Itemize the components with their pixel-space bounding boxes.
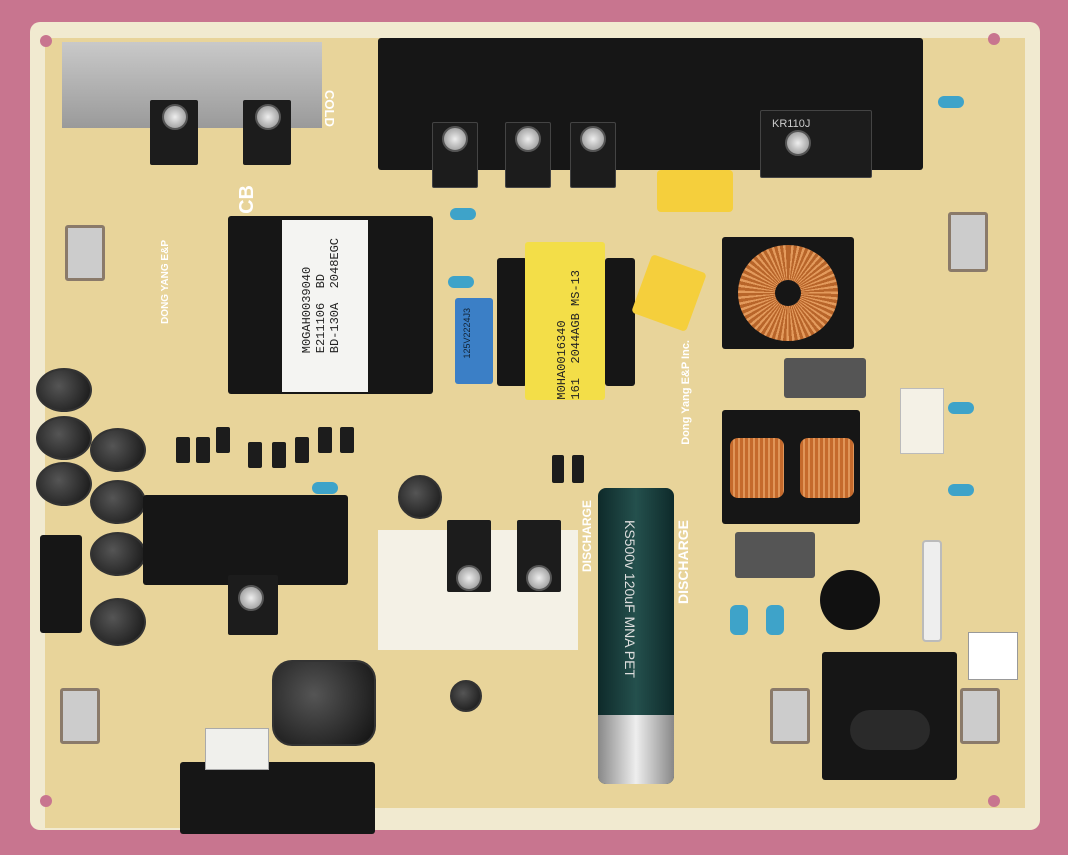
ceramic-capacitor [450, 208, 476, 220]
connector[interactable] [180, 762, 375, 834]
heatsink-black [143, 495, 348, 585]
transformer-core [605, 258, 635, 386]
y-capacitor [657, 170, 733, 212]
transformer-label-text: M0GAH0039040 E211106 BD BD-130A 2048EGC [300, 238, 342, 354]
bulk-capacitor-label: KS500v 120uF MNA PET [622, 520, 638, 678]
silkscreen-maker: Dong Yang E&P Inc. [680, 340, 692, 445]
bulk-capacitor-sleeve [598, 715, 674, 784]
electrolytic-capacitor [90, 480, 146, 524]
electrolytic-capacitor [36, 462, 92, 506]
electrolytic-capacitor [90, 598, 146, 646]
silkscreen-logo: DONG YANG E&P [160, 240, 171, 324]
screw [238, 585, 264, 611]
thermistor [820, 570, 880, 630]
diode [196, 437, 210, 463]
bridge-rectifier-label: KR110J [772, 118, 811, 130]
ceramic-capacitor [448, 276, 474, 288]
choke-coil [800, 438, 854, 498]
transformer-label [282, 220, 368, 392]
relay [205, 728, 269, 770]
ac-socket [850, 710, 930, 750]
choke-coil [730, 438, 784, 498]
power-inductor [272, 660, 376, 746]
standby-transformer [525, 242, 605, 400]
board-clip [948, 212, 988, 272]
board-clip [60, 688, 100, 744]
mount-hole [988, 795, 1000, 807]
diode [176, 437, 190, 463]
diode [272, 442, 286, 468]
bridge-rectifier [760, 110, 872, 178]
screw [442, 126, 468, 152]
screw [456, 565, 482, 591]
toroid-core [775, 280, 801, 306]
mount-hole [40, 35, 52, 47]
board-clip [65, 225, 105, 281]
resistor-block [900, 388, 944, 454]
screw [162, 104, 188, 130]
x-capacitor [784, 358, 866, 398]
silkscreen-cb: CB [236, 185, 258, 214]
ceramic-capacitor [312, 482, 338, 494]
transformer-core [497, 258, 527, 386]
electrolytic-capacitor [36, 416, 92, 460]
electrolytic-capacitor [450, 680, 482, 712]
qr-label [968, 632, 1018, 680]
electrolytic-capacitor [398, 475, 442, 519]
mount-hole [988, 33, 1000, 45]
diode [340, 427, 354, 453]
silkscreen-cold: COLD [322, 90, 337, 127]
board-clip [770, 688, 810, 744]
diode [318, 427, 332, 453]
diode [216, 427, 230, 453]
ceramic-capacitor [766, 605, 784, 635]
electrolytic-capacitor [90, 532, 146, 576]
diode [248, 442, 262, 468]
film-capacitor-label: 125V2224J3 [462, 308, 472, 359]
standby-transformer-label: M0HA0016340 161 2044AGB MS-13 [555, 270, 583, 400]
ceramic-capacitor [948, 402, 974, 414]
screw [785, 130, 811, 156]
fuse [922, 540, 942, 642]
board-clip [960, 688, 1000, 744]
electrolytic-capacitor [90, 428, 146, 472]
diode [552, 455, 564, 483]
mount-hole [40, 795, 52, 807]
silkscreen-discharge: DISCHARGE [675, 520, 691, 605]
ceramic-capacitor [730, 605, 748, 635]
screw [515, 126, 541, 152]
ceramic-capacitor [948, 484, 974, 496]
screw [526, 565, 552, 591]
x-capacitor [735, 532, 815, 578]
diode [572, 455, 584, 483]
ceramic-capacitor [938, 96, 964, 108]
screw [580, 126, 606, 152]
diode [295, 437, 309, 463]
electrolytic-capacitor [36, 368, 92, 412]
silkscreen-discharge: DISCHARGE [580, 500, 594, 573]
screw [255, 104, 281, 130]
connector[interactable] [40, 535, 82, 633]
film-capacitor [455, 298, 493, 384]
